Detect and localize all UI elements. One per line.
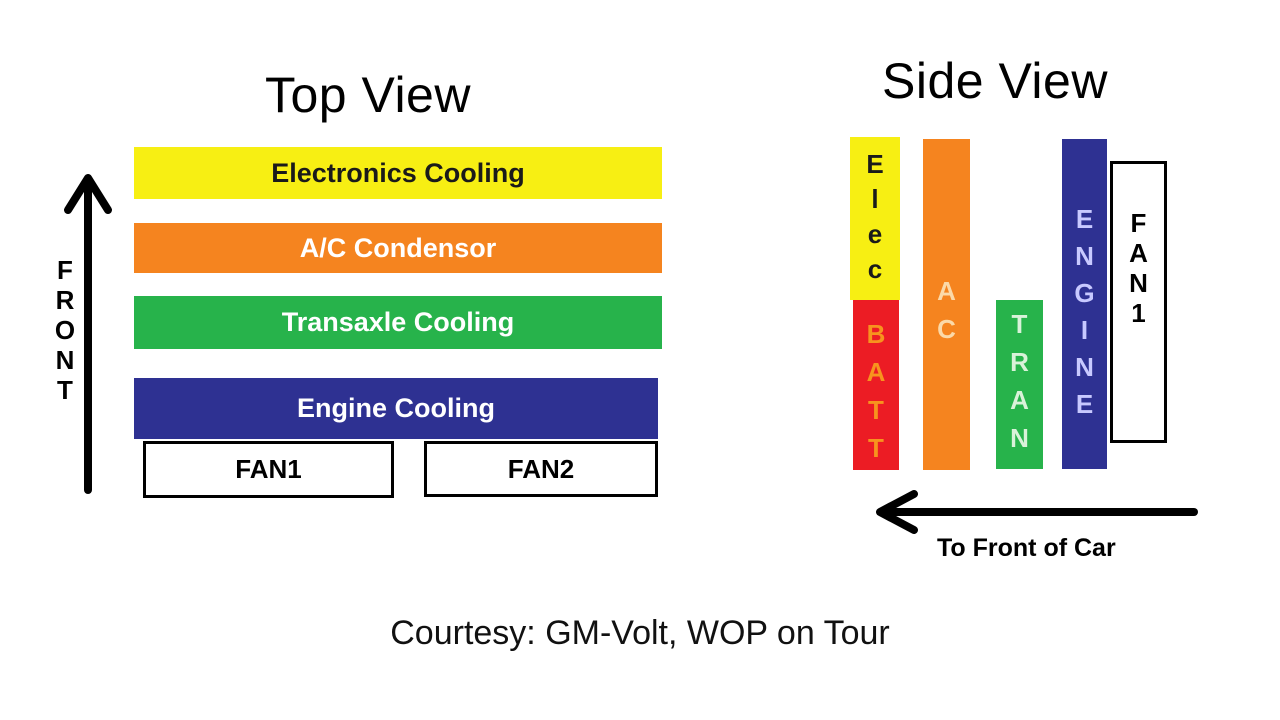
- engine-cooling-bar: Engine Cooling: [134, 378, 658, 439]
- front-letter: N: [55, 345, 75, 375]
- fan2-box: FAN2: [424, 441, 658, 497]
- column-letter: T: [868, 433, 884, 463]
- front-letter: T: [57, 375, 73, 405]
- column-letter: A: [1010, 385, 1029, 415]
- batt-column: B A T T: [853, 300, 899, 470]
- column-letter: e: [867, 219, 883, 249]
- fan1-column: F A N 1: [1110, 161, 1167, 443]
- column-letter: E: [866, 149, 884, 179]
- front-letter: O: [54, 315, 76, 345]
- top-view-title: Top View: [265, 67, 471, 123]
- column-letter: F: [1130, 208, 1147, 238]
- column-letter: E: [1075, 204, 1094, 234]
- column-letter: I: [1080, 315, 1089, 345]
- column-letter: A: [1129, 238, 1148, 268]
- ac-column: A C: [923, 139, 970, 470]
- ac-condensor-bar: A/C Condensor: [134, 223, 662, 273]
- column-letter: R: [1010, 347, 1029, 377]
- column-letter: N: [1129, 268, 1148, 298]
- front-label: F R O N T: [52, 255, 78, 405]
- tran-column: T R A N: [996, 300, 1043, 469]
- column-letter: B: [866, 319, 886, 349]
- to-front-label: To Front of Car: [937, 534, 1116, 562]
- column-letter: T: [1011, 309, 1028, 339]
- column-letter: c: [867, 254, 883, 284]
- column-letter: A: [937, 276, 956, 306]
- column-letter: A: [866, 357, 886, 387]
- to-front-arrow-icon: [876, 490, 1198, 534]
- caption: Courtesy: GM-Volt, WOP on Tour: [390, 614, 890, 652]
- front-letter: F: [57, 255, 73, 285]
- column-letter: N: [1010, 423, 1029, 453]
- front-arrow-icon: [64, 174, 112, 494]
- column-letter: C: [937, 314, 956, 344]
- column-letter: l: [871, 184, 879, 214]
- elec-column: E l e c: [850, 137, 900, 300]
- electronics-cooling-bar: Electronics Cooling: [134, 147, 662, 199]
- column-letter: T: [868, 395, 884, 425]
- column-letter: E: [1075, 389, 1094, 419]
- column-letter: 1: [1131, 298, 1146, 328]
- transaxle-cooling-bar: Transaxle Cooling: [134, 296, 662, 349]
- column-letter: N: [1075, 241, 1094, 271]
- fan1-box: FAN1: [143, 441, 394, 498]
- side-view-title: Side View: [882, 53, 1108, 109]
- column-letter: G: [1074, 278, 1095, 308]
- front-letter: R: [55, 285, 75, 315]
- engine-column: E N G I N E: [1062, 139, 1107, 469]
- column-letter: N: [1075, 352, 1094, 382]
